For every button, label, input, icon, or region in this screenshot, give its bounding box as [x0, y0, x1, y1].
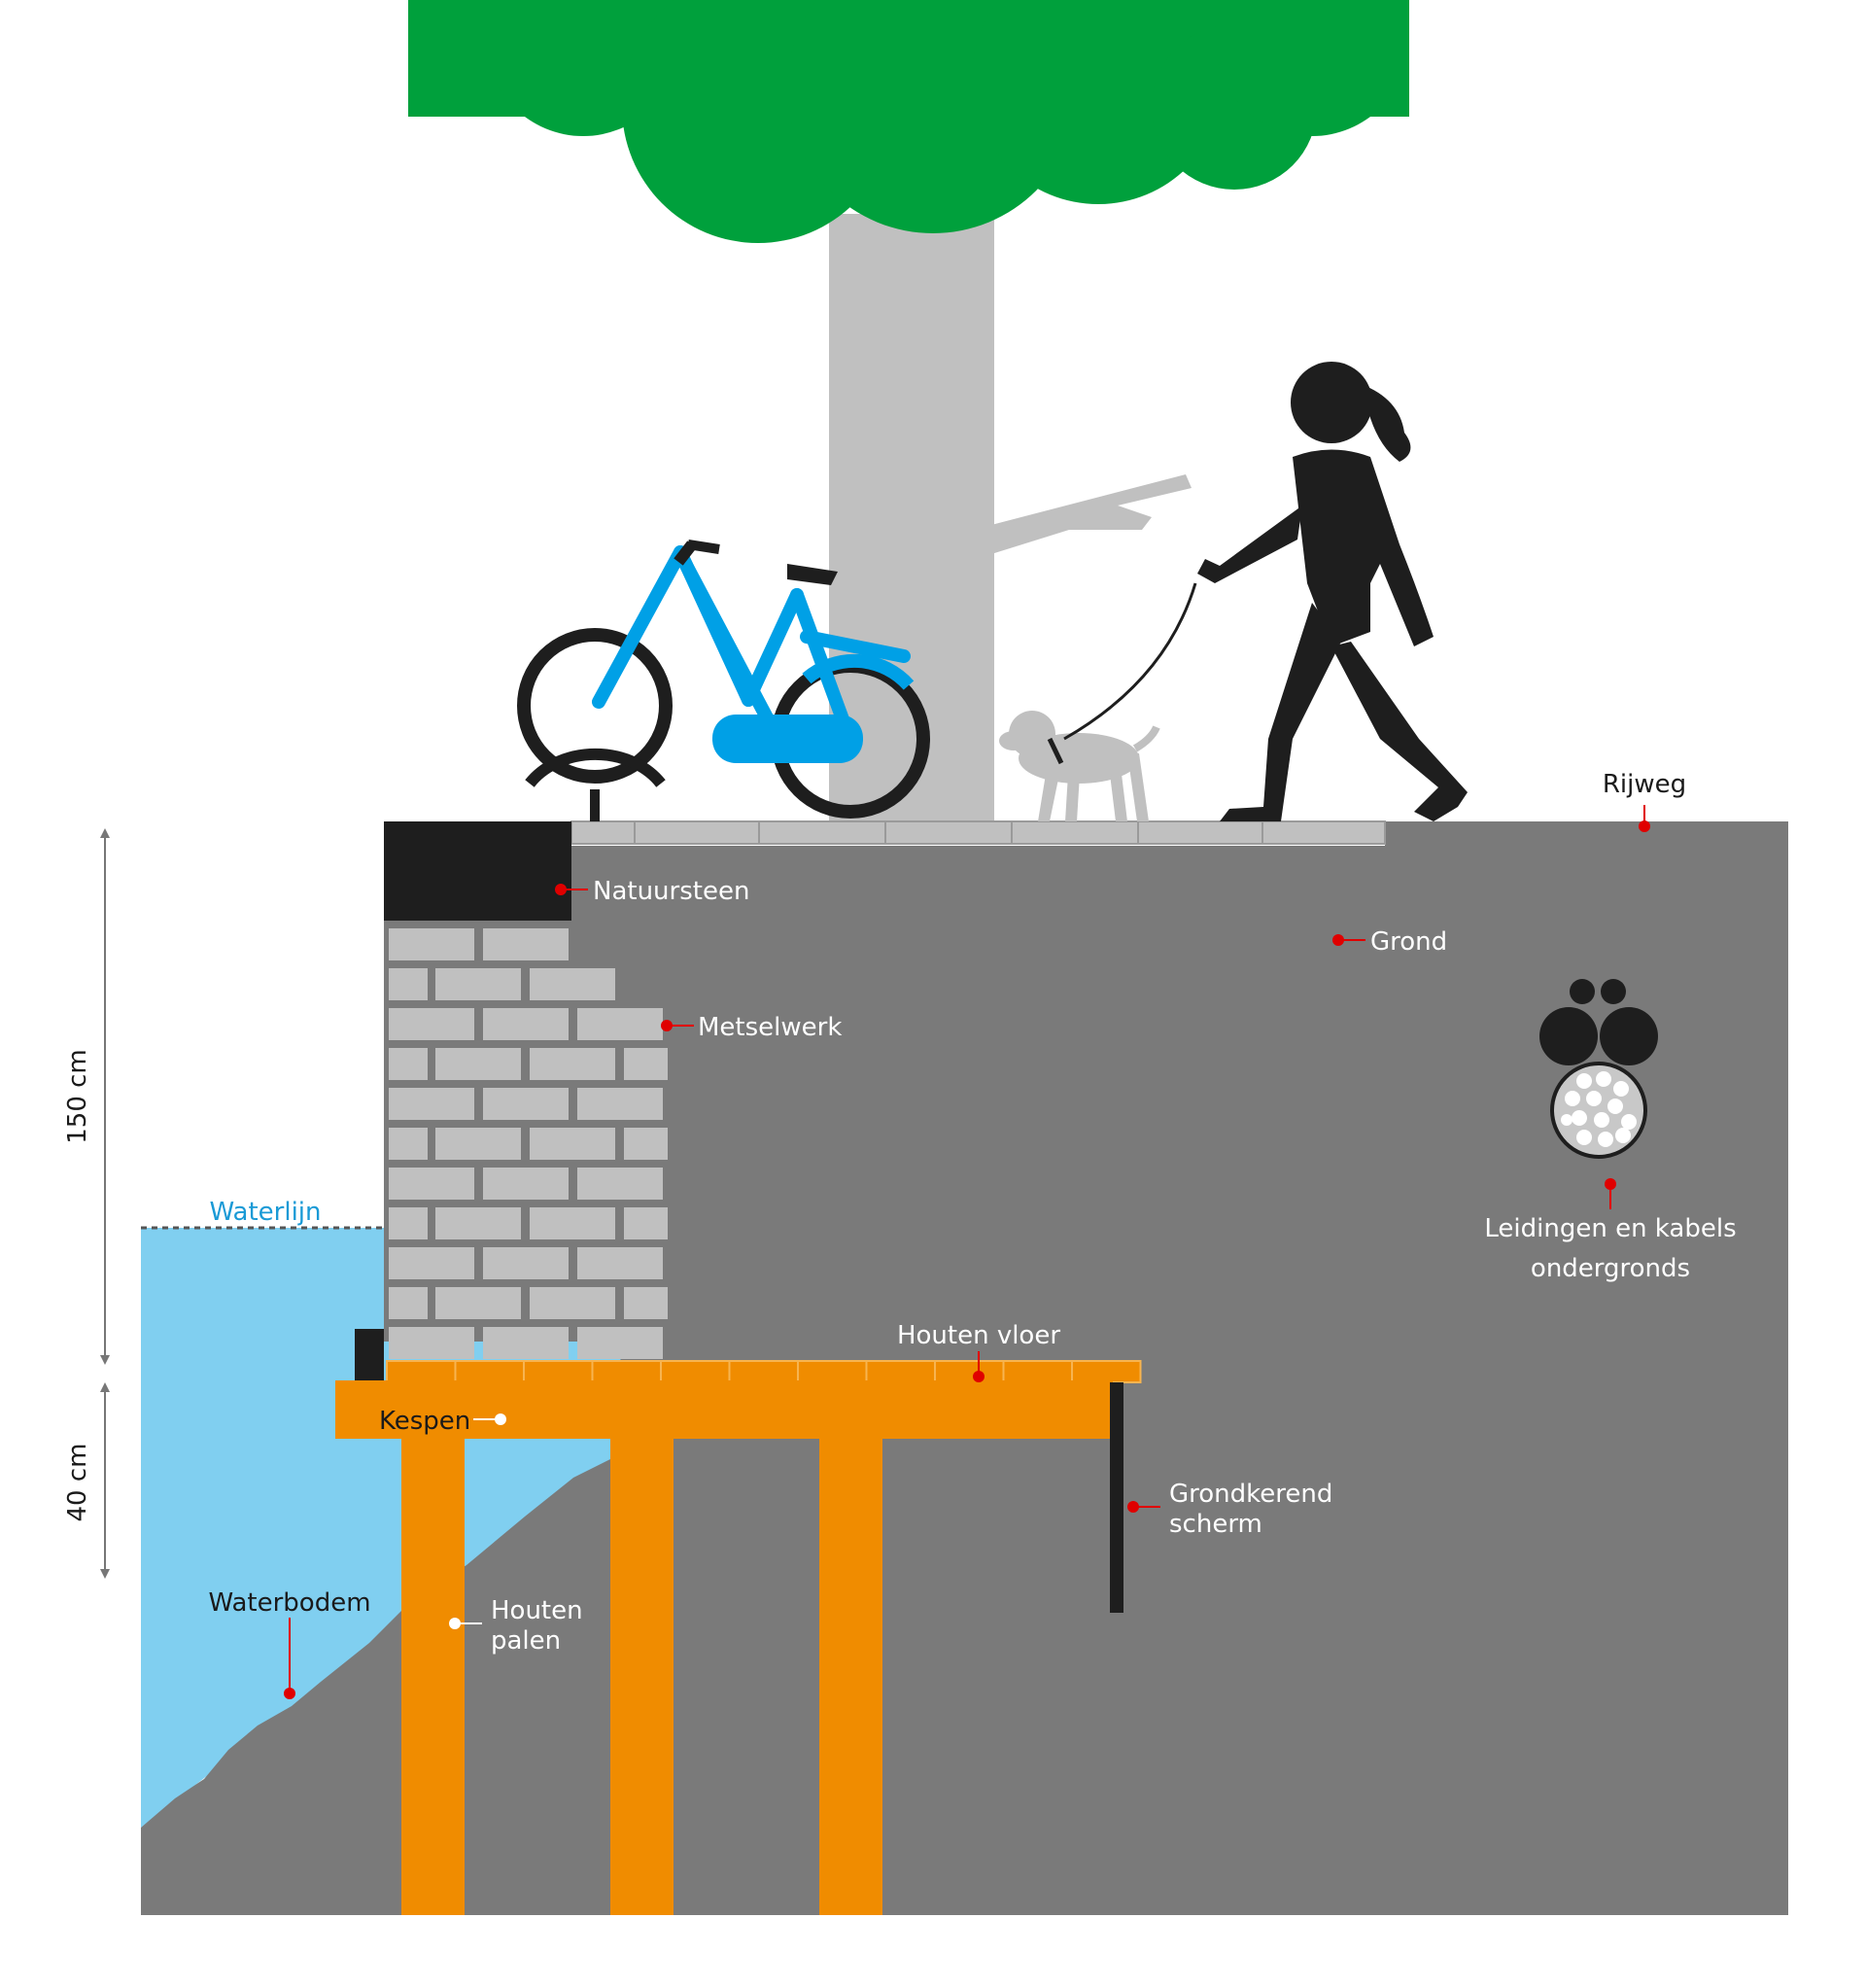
floor-plank [1002, 1360, 1073, 1383]
floor-plank [591, 1360, 662, 1383]
brick [530, 1128, 615, 1160]
brick [483, 1008, 569, 1040]
brick [577, 1088, 663, 1120]
woman-walking-icon [1197, 362, 1468, 821]
cables-icon [1539, 979, 1658, 1159]
brick [435, 1287, 521, 1319]
brick [389, 968, 428, 1000]
dimension-upper [100, 828, 110, 1365]
bicycle-icon [517, 540, 930, 821]
floor-plank [934, 1360, 1005, 1383]
label-kespen: Kespen [379, 1407, 470, 1436]
brick [389, 1168, 474, 1200]
floor-plank [660, 1360, 731, 1383]
label-waterlijn: Waterlijn [209, 1198, 321, 1227]
label-houten-line2: palen [491, 1626, 561, 1656]
pavement [570, 820, 1386, 845]
brick [389, 1128, 428, 1160]
brick [530, 968, 615, 1000]
brick [389, 1327, 474, 1359]
floor-plank [1071, 1360, 1142, 1383]
floor-plank [797, 1360, 868, 1383]
road-surface [1385, 821, 1788, 846]
brick [577, 1247, 663, 1279]
brick [577, 1327, 663, 1359]
brick [435, 1128, 521, 1160]
brick [389, 1247, 474, 1279]
label-markers [284, 805, 1650, 1699]
dimension-lower-label: 40 cm [63, 1444, 92, 1522]
brick [483, 1088, 569, 1120]
brick [530, 1207, 615, 1239]
brick [389, 928, 474, 960]
label-grondkerend-line2: scherm [1169, 1510, 1262, 1539]
wooden-pile-2 [610, 1437, 674, 1915]
brick [577, 1168, 663, 1200]
brick [577, 1008, 663, 1040]
brick [483, 1247, 569, 1279]
natural-stone [384, 821, 571, 921]
brick [389, 1048, 428, 1080]
brick [435, 1207, 521, 1239]
brick [624, 1128, 668, 1160]
tree-branch [991, 474, 1192, 554]
label-houten-line1: Houten [491, 1596, 583, 1625]
dog-icon [999, 711, 1160, 821]
brick [435, 968, 521, 1000]
label-natuursteen: Natuursteen [593, 877, 749, 906]
brick [389, 1088, 474, 1120]
tree-crown [408, 0, 1409, 243]
label-leidingen-line2: ondergronds [1531, 1254, 1690, 1283]
label-leidingen-line1: Leidingen en kabels [1484, 1214, 1736, 1243]
brick [389, 1287, 428, 1319]
brick [530, 1287, 615, 1319]
brick [483, 1168, 569, 1200]
dog-leash [1063, 582, 1197, 741]
wooden-pile-1 [401, 1437, 465, 1915]
brick [483, 928, 569, 960]
label-rijweg: Rijweg [1603, 770, 1686, 799]
label-houten-vloer: Houten vloer [897, 1321, 1060, 1350]
brick [389, 1207, 428, 1239]
label-grond: Grond [1370, 927, 1447, 957]
brick [389, 1008, 474, 1040]
floor-plank [454, 1360, 525, 1383]
brick [624, 1207, 668, 1239]
dimension-lower [100, 1382, 110, 1579]
floor-plank [865, 1360, 936, 1383]
brick [483, 1327, 569, 1359]
dimension-upper-label: 150 cm [63, 1049, 92, 1144]
label-grondkerend-line1: Grondkerend [1169, 1480, 1332, 1509]
retaining-screen [1110, 1382, 1123, 1613]
brick [624, 1048, 668, 1080]
floor-plank [728, 1360, 799, 1383]
tree-icon [408, 0, 1409, 826]
brick [435, 1048, 521, 1080]
brick [530, 1048, 615, 1080]
floor-plank [523, 1360, 594, 1383]
wooden-pile-3 [819, 1437, 882, 1915]
floor-plank [386, 1360, 457, 1383]
brick [624, 1287, 668, 1319]
wooden-floor [386, 1360, 1142, 1383]
brickwork [389, 928, 668, 1359]
label-waterbodem: Waterbodem [208, 1588, 370, 1618]
stone-edge-block [355, 1329, 384, 1382]
beam-kespen [335, 1380, 1113, 1439]
label-metselwerk: Metselwerk [698, 1013, 842, 1042]
